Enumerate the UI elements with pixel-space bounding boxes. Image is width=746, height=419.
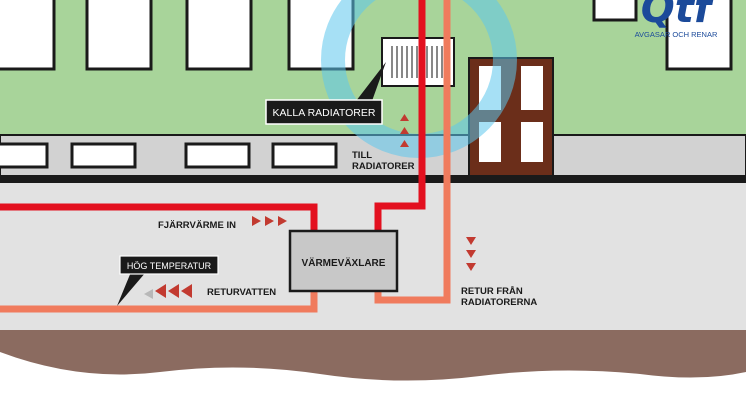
- logo-mark: Qtf: [641, 0, 716, 32]
- district-heating-label: FJÄRRVÄRME IN: [158, 220, 236, 231]
- basement-windows: [0, 142, 338, 169]
- basement-window: [271, 142, 338, 169]
- right-arrows: [252, 216, 287, 226]
- return-from-label-line1: RETUR FRÅN: [461, 286, 523, 297]
- basement-window: [184, 142, 251, 169]
- up-arrows: [400, 114, 409, 147]
- company-logo: Qtf AVGASAR OCH RENAR: [635, 0, 718, 39]
- ground-line: [0, 175, 746, 183]
- return-pipe-from-radiators: [374, 0, 451, 304]
- down-arrows: [466, 237, 476, 271]
- upper-window: [85, 0, 153, 71]
- district-heating-pipe: [0, 203, 318, 234]
- radiator-icon: [381, 37, 455, 87]
- upper-window: [592, 0, 638, 22]
- upper-window: [665, 0, 733, 71]
- high-temperature-label: HÖG TEMPERATUR: [127, 261, 212, 271]
- upper-window: [0, 0, 56, 71]
- left-arrows: [144, 284, 192, 299]
- to-radiators-label-line2: RADIATORER: [352, 161, 415, 172]
- cold-radiators-label: KALLA RADIATORER: [273, 107, 376, 119]
- heat-exchanger-box: [288, 229, 399, 293]
- logo-tagline: AVGASAR OCH RENAR: [635, 30, 718, 39]
- ground-earth: [0, 330, 746, 381]
- cold-radiators-callout: KALLA RADIATORER: [265, 62, 386, 125]
- return-water-pipe: [0, 290, 318, 313]
- return-water-label: RETURVATTEN: [207, 287, 276, 298]
- basement-window: [0, 142, 49, 169]
- to-radiators-label-line1: TILL: [352, 150, 372, 161]
- upper-window: [185, 0, 253, 71]
- basement-window: [70, 142, 137, 169]
- supply-pipe-to-radiators: [374, 0, 426, 234]
- heat-exchanger-label: VÄRMEVÄXLARE: [302, 256, 386, 269]
- return-from-label-line2: RADIATORERNA: [461, 297, 537, 308]
- high-temperature-callout: HÖG TEMPERATUR: [117, 255, 219, 306]
